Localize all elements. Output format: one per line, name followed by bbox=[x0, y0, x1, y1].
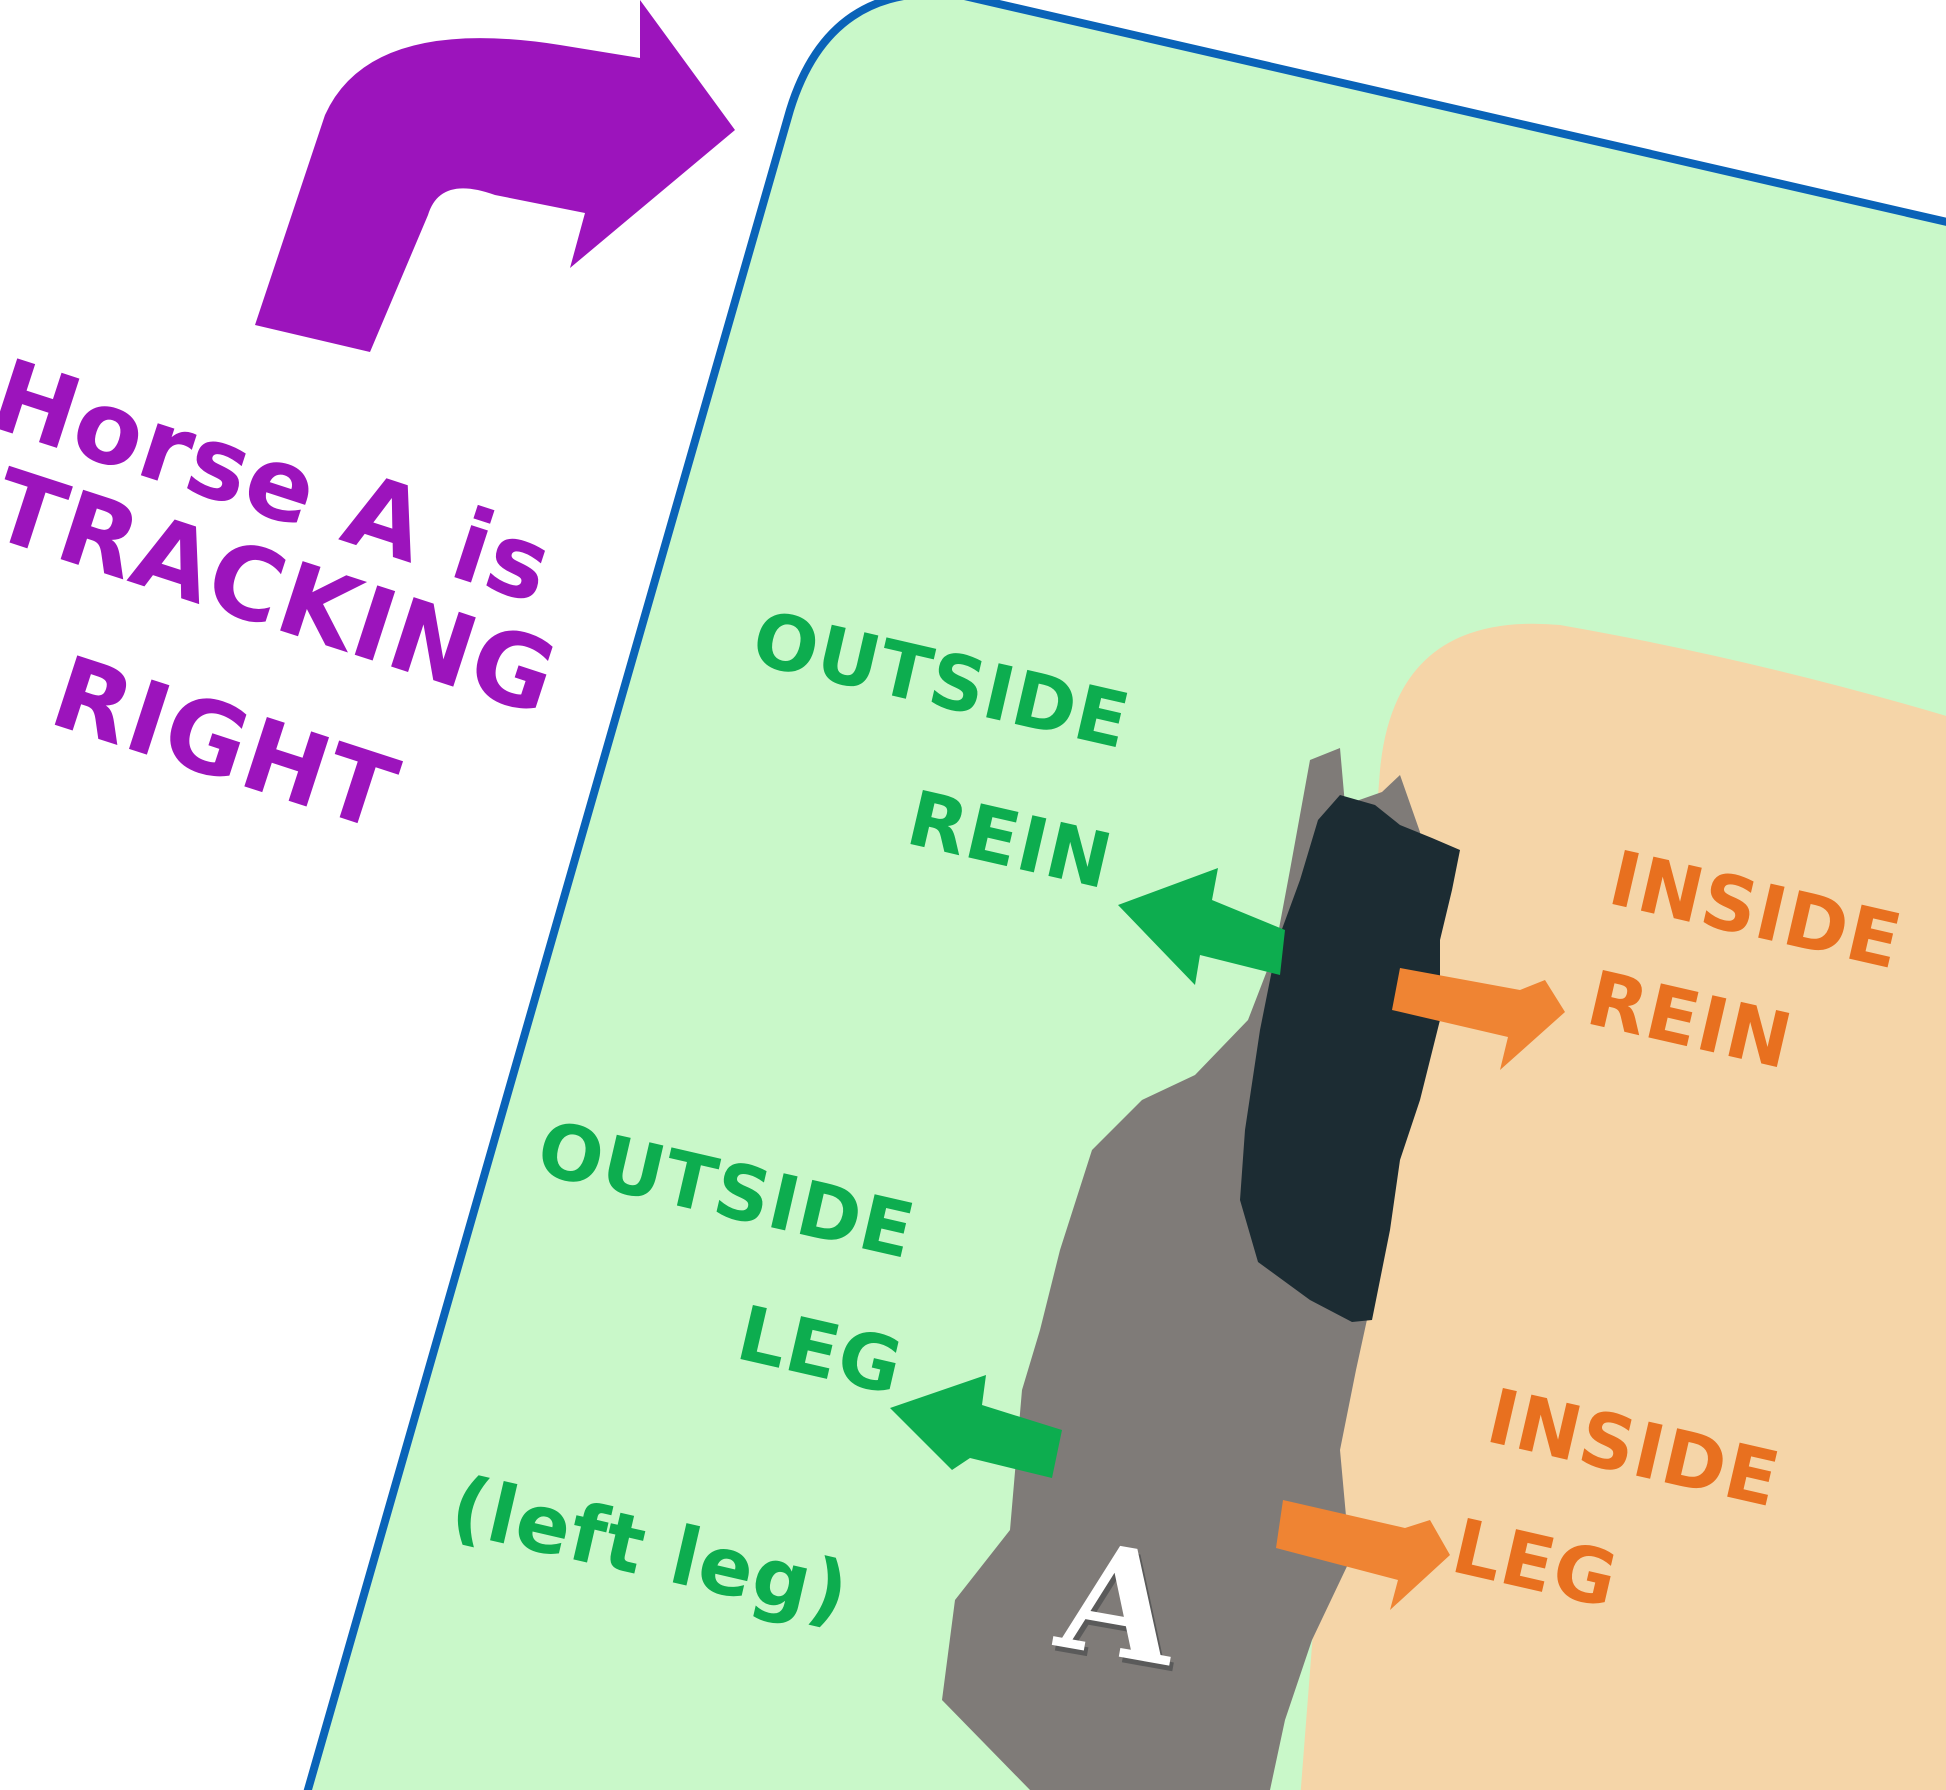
outside-leg-arrow bbox=[890, 1375, 1062, 1478]
horse-mane bbox=[1240, 795, 1460, 1322]
inside-rein-arrow bbox=[1392, 968, 1565, 1070]
arena-inside-zone bbox=[1300, 623, 1946, 1790]
tracking-right-arrow bbox=[255, 0, 735, 352]
outside-rein-arrow bbox=[1118, 868, 1285, 985]
inside-leg-arrow bbox=[1276, 1500, 1450, 1610]
